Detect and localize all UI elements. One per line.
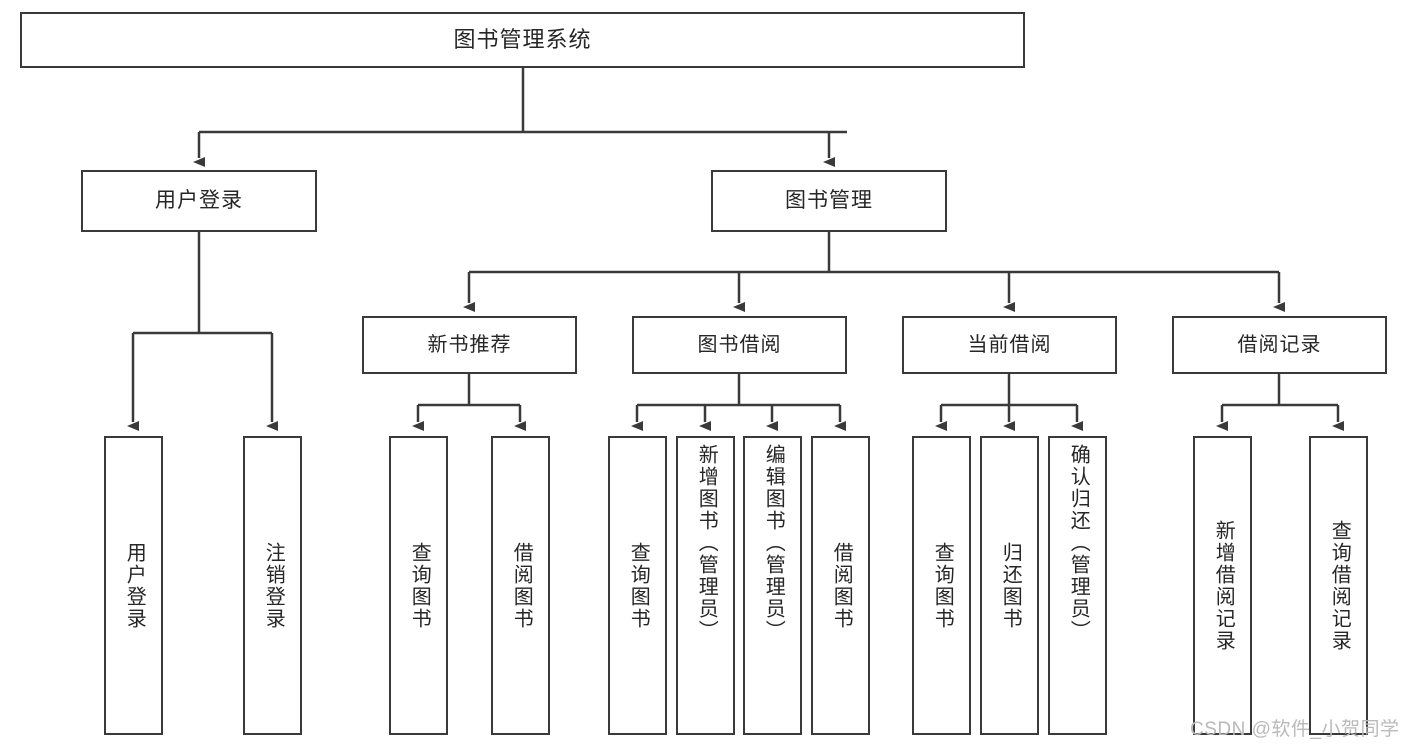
leaf-book-borrow-edit-book-admin[interactable]: 编辑图书（管理员）: [743, 436, 802, 735]
leaf-book-borrow-query-book[interactable]: 查询图书: [608, 436, 667, 735]
leaf-label: 注销登录: [262, 541, 285, 630]
leaf-label: 归还图书: [999, 541, 1022, 630]
leaf-current-borrow-return-book[interactable]: 归还图书: [980, 436, 1039, 735]
node-label: 图书管理: [785, 188, 873, 212]
leaf-borrow-record-add-record[interactable]: 新增借阅记录: [1193, 436, 1252, 735]
leaf-label: 查询图书: [408, 541, 431, 630]
leaf-label: 确认归还（管理员）: [1067, 444, 1090, 642]
node-current-borrowing[interactable]: 当前借阅: [902, 316, 1117, 374]
leaf-book-borrow-add-book-admin[interactable]: 新增图书（管理员）: [676, 436, 735, 735]
leaf-label: 用户登录: [123, 541, 146, 630]
leaf-label: 新增图书（管理员）: [695, 444, 718, 642]
node-book-management[interactable]: 图书管理: [711, 170, 947, 232]
leaf-current-borrow-query-book[interactable]: 查询图书: [912, 436, 971, 735]
leaf-label: 借阅图书: [830, 541, 853, 630]
node-label: 借阅记录: [1237, 333, 1322, 356]
leaf-label: 新增借阅记录: [1212, 519, 1235, 652]
leaf-user-login-login[interactable]: 用户登录: [104, 436, 163, 735]
leaf-label: 查询借阅记录: [1328, 519, 1351, 652]
node-label: 当前借阅: [967, 333, 1052, 356]
node-label: 图书管理系统: [453, 27, 592, 53]
leaf-book-borrow-borrow-book[interactable]: 借阅图书: [811, 436, 870, 735]
leaf-borrow-record-query-record[interactable]: 查询借阅记录: [1309, 436, 1368, 735]
node-user-login[interactable]: 用户登录: [81, 170, 317, 232]
leaf-label: 借阅图书: [510, 541, 533, 630]
leaf-label: 编辑图书（管理员）: [762, 444, 785, 642]
node-borrowing-record[interactable]: 借阅记录: [1172, 316, 1387, 374]
node-label: 用户登录: [155, 188, 243, 212]
leaf-label: 查询图书: [931, 541, 954, 630]
node-label: 图书借阅: [697, 333, 782, 356]
csdn-watermark: CSDN @软件_小贺同学: [1190, 719, 1400, 740]
leaf-new-book-borrow-book[interactable]: 借阅图书: [491, 436, 550, 735]
node-new-book-recommendation[interactable]: 新书推荐: [362, 316, 577, 374]
leaf-new-book-query-book[interactable]: 查询图书: [389, 436, 448, 735]
leaf-current-borrow-confirm-return-admin[interactable]: 确认归还（管理员）: [1048, 436, 1107, 735]
node-root-book-management-system[interactable]: 图书管理系统: [20, 12, 1025, 68]
node-label: 新书推荐: [427, 333, 512, 356]
leaf-label: 查询图书: [627, 541, 650, 630]
leaf-user-login-logout[interactable]: 注销登录: [243, 436, 302, 735]
node-book-borrowing[interactable]: 图书借阅: [632, 316, 847, 374]
